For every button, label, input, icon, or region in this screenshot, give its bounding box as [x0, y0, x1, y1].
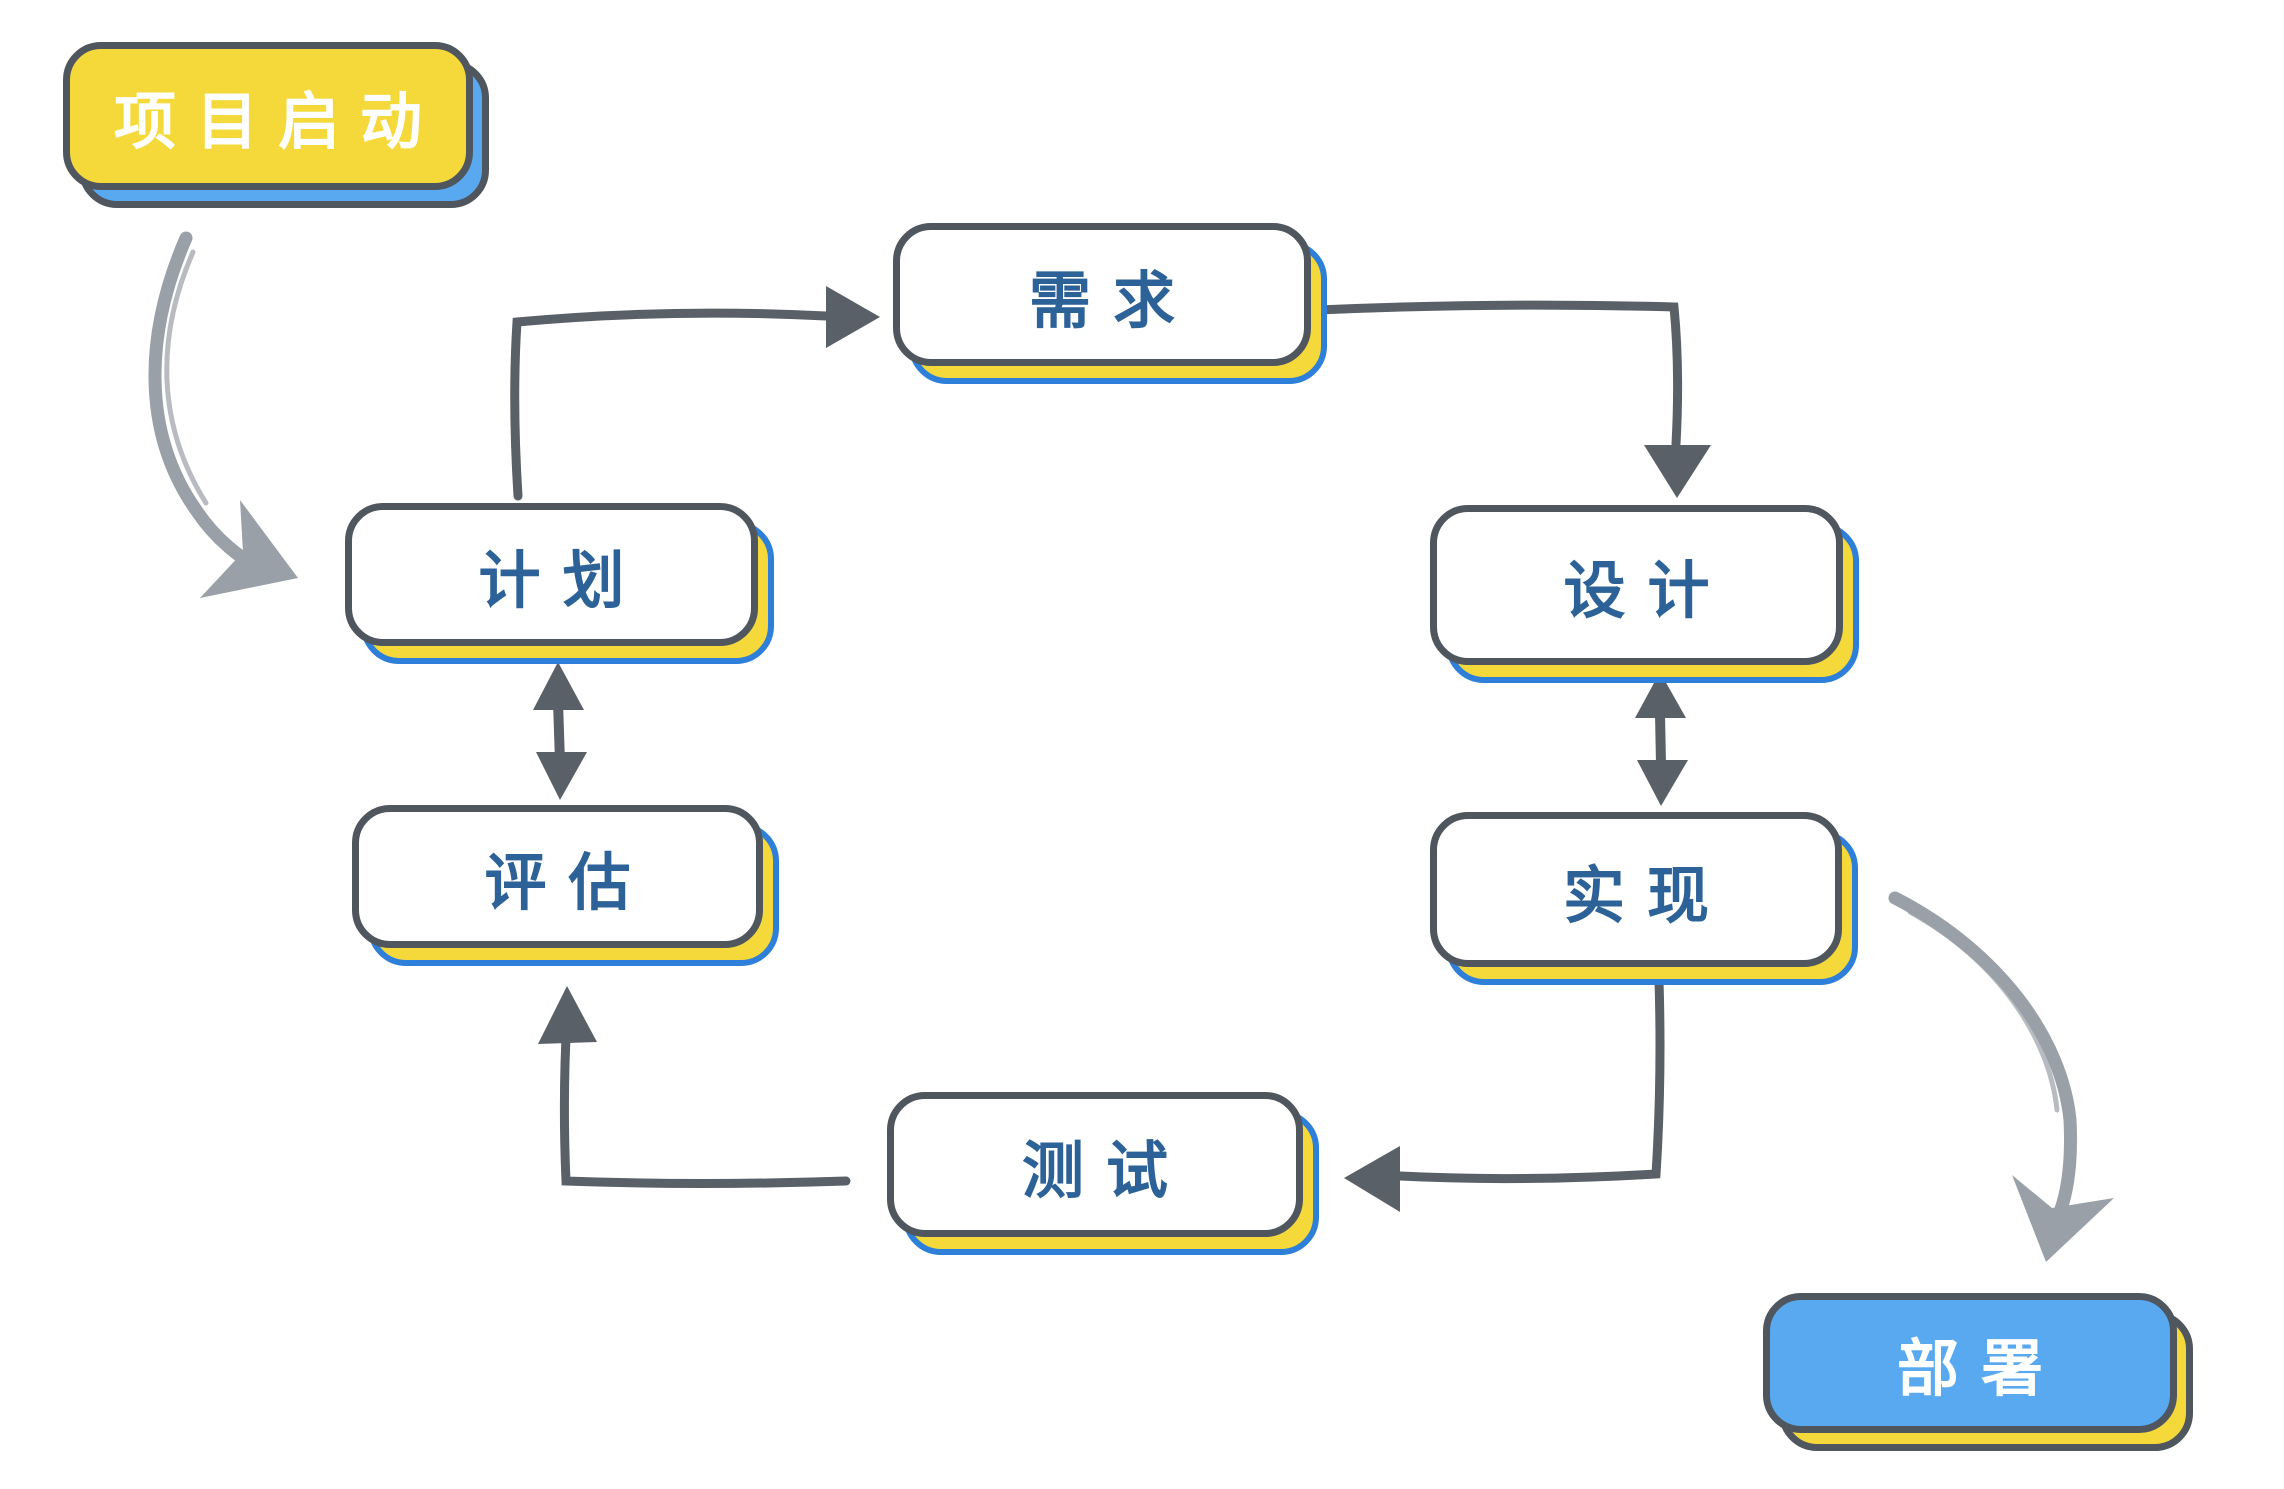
arrow-implement-to-test[interactable]: [1344, 975, 1665, 1212]
node-requirements-label: 需求: [1028, 263, 1197, 337]
node-design[interactable]: 设计: [1430, 505, 1859, 683]
node-project-start-label: 项目启动: [113, 85, 442, 158]
arrow-design-implement-double[interactable]: [1635, 672, 1688, 806]
node-test[interactable]: 测试: [887, 1092, 1319, 1255]
node-design-face: 设计: [1430, 505, 1843, 665]
arrow-plan-to-requirements[interactable]: [510, 286, 880, 501]
arrow-requirements-to-design[interactable]: [1313, 300, 1711, 498]
node-plan-face: 计划: [345, 503, 758, 646]
node-plan-label: 计划: [478, 543, 647, 617]
node-evaluate-label: 评估: [484, 845, 653, 919]
arrow-test-to-evaluate[interactable]: [538, 986, 851, 1188]
node-implement-face: 实现: [1430, 812, 1842, 967]
arrow-start-to-plan[interactable]: [148, 231, 298, 598]
node-implement-label: 实现: [1562, 858, 1731, 932]
node-test-label: 测试: [1021, 1133, 1190, 1207]
node-plan[interactable]: 计划: [345, 503, 774, 664]
node-deploy-face: 部署: [1763, 1293, 2177, 1433]
node-evaluate-face: 评估: [352, 805, 763, 948]
node-project-start[interactable]: 项目启动: [63, 42, 489, 208]
node-deploy-label: 部署: [1896, 1332, 2065, 1405]
node-requirements-face: 需求: [893, 223, 1311, 366]
node-deploy[interactable]: 部署: [1763, 1293, 2193, 1451]
node-requirements[interactable]: 需求: [893, 223, 1327, 384]
node-implement[interactable]: 实现: [1430, 812, 1858, 985]
node-test-face: 测试: [887, 1092, 1303, 1237]
node-evaluate[interactable]: 评估: [352, 805, 779, 966]
arrow-plan-evaluate-double[interactable]: [533, 662, 587, 800]
arrow-implement-to-deploy[interactable]: [1888, 891, 2114, 1262]
node-project-start-face: 项目启动: [63, 42, 473, 190]
node-design-label: 设计: [1563, 554, 1732, 627]
